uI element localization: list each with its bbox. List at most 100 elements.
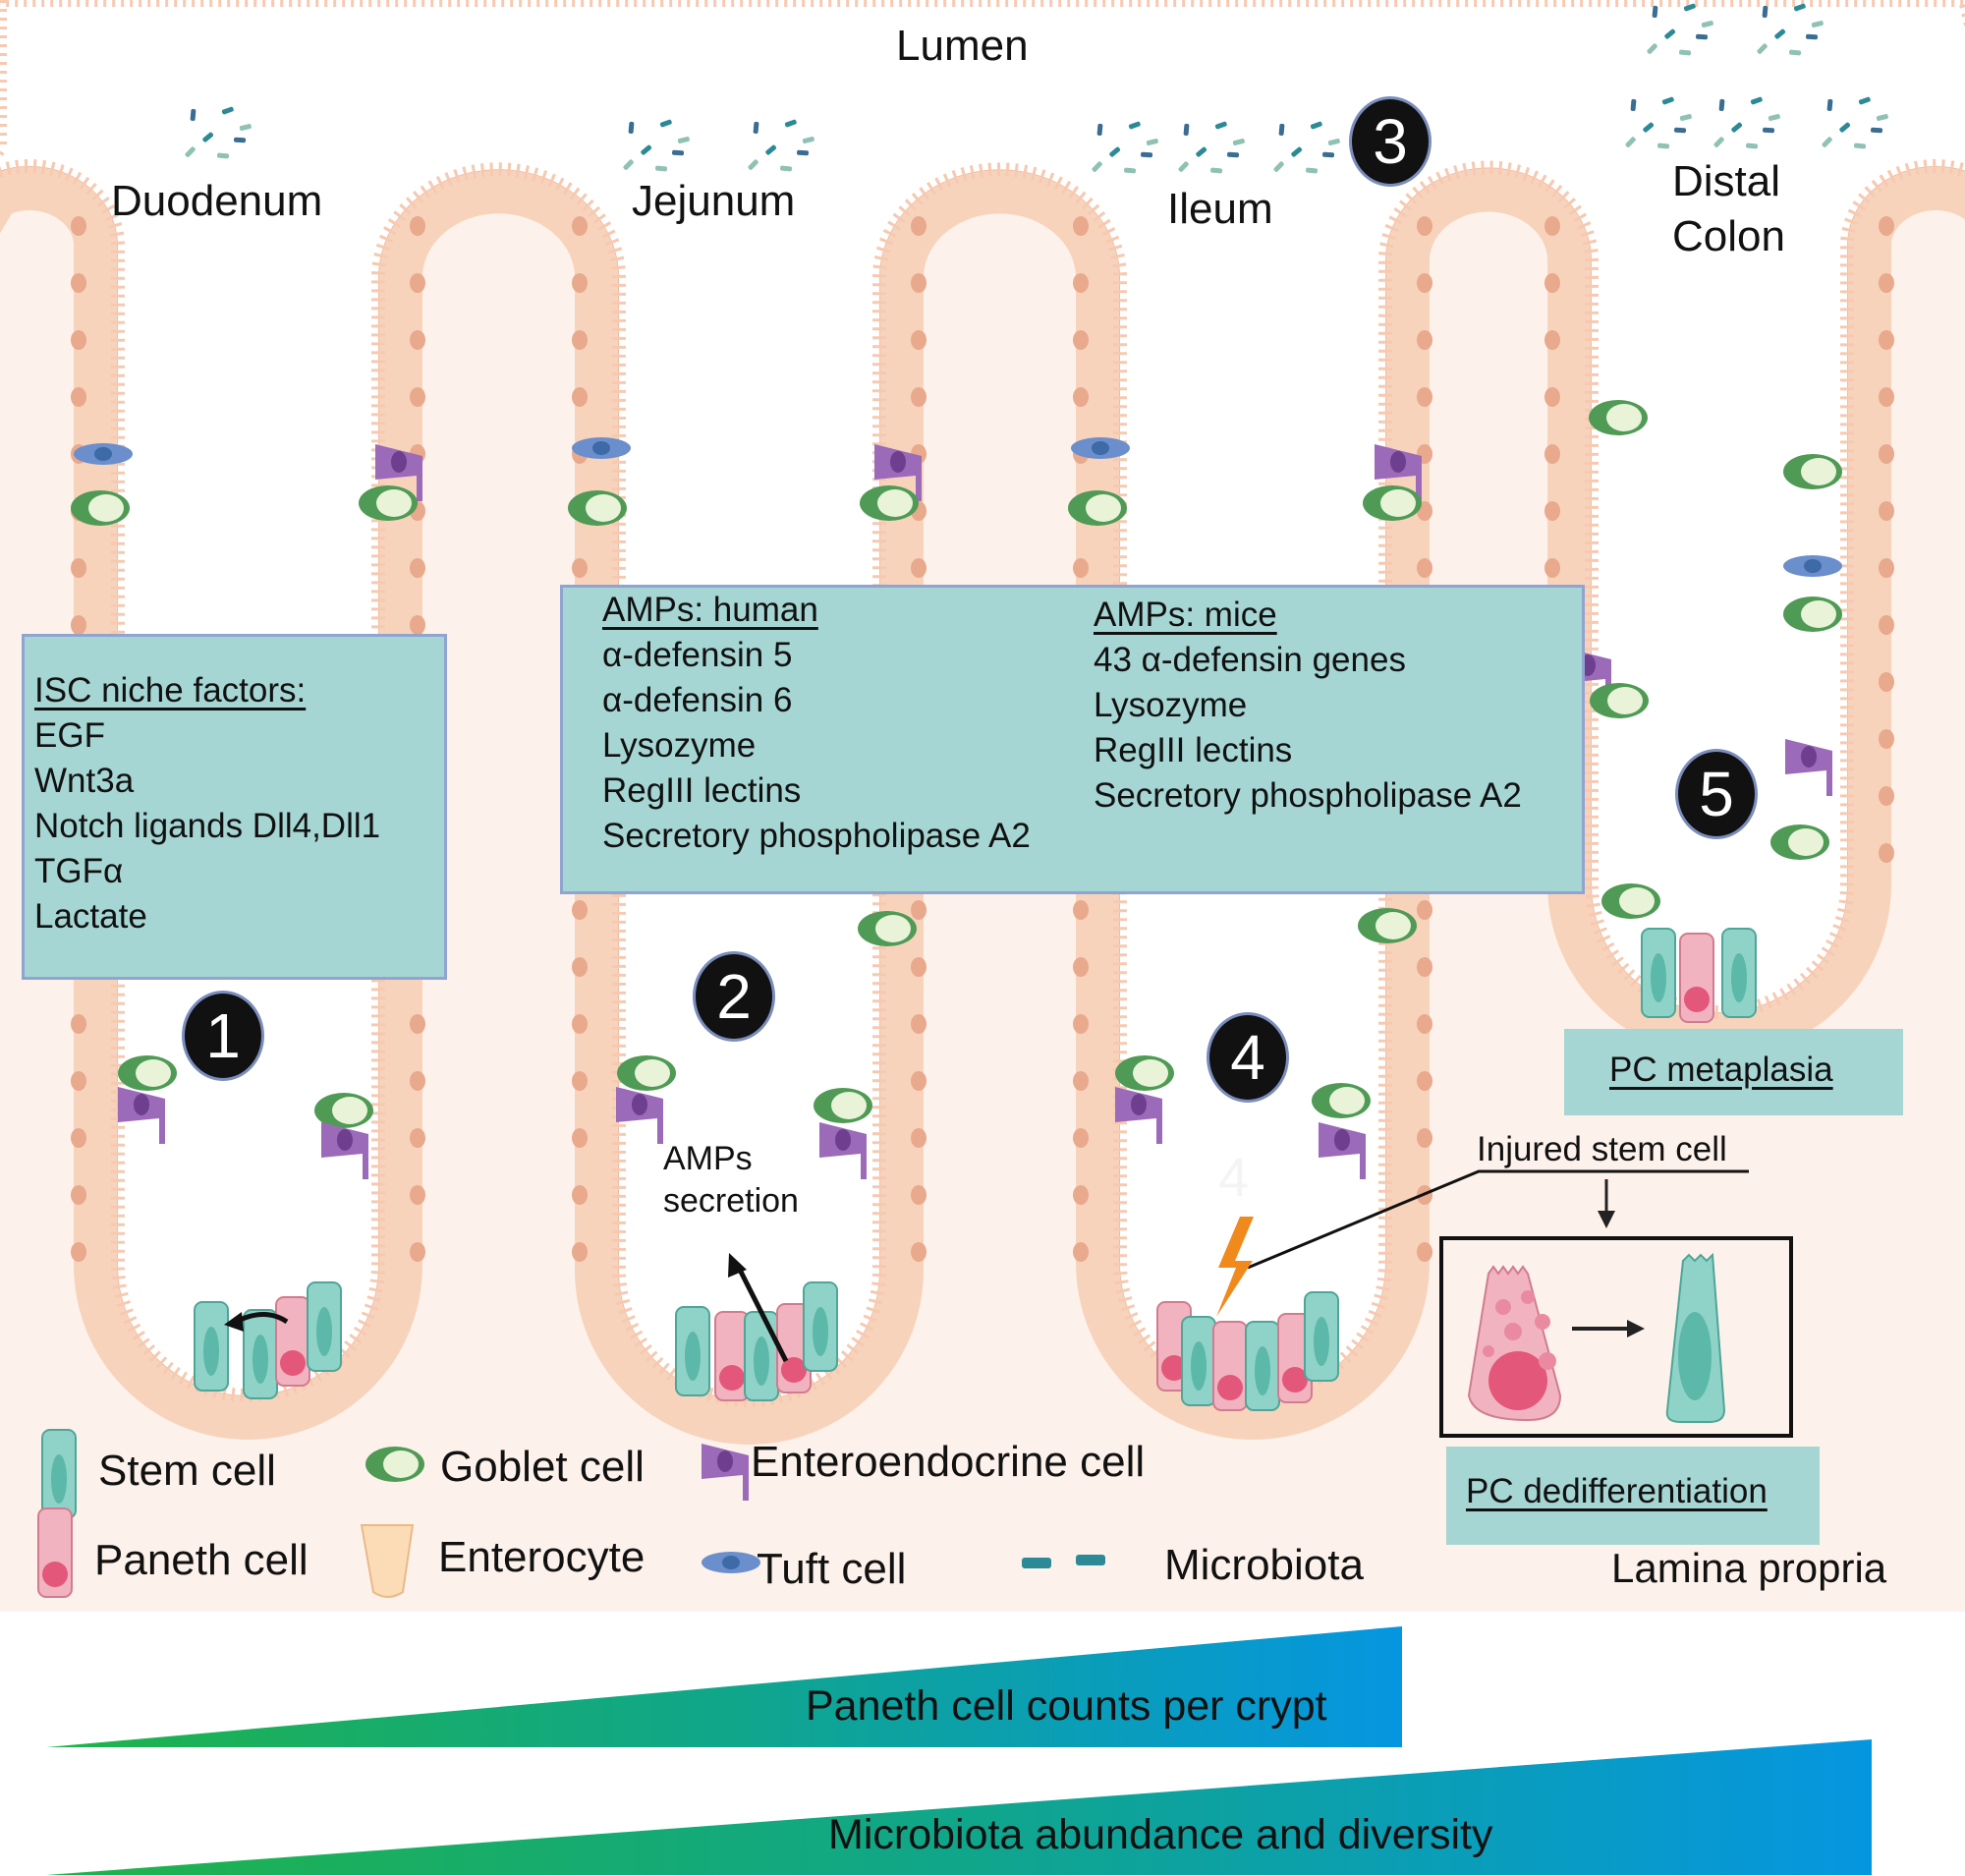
goblet-cell-granules xyxy=(586,494,621,522)
bacterium xyxy=(1647,43,1657,54)
enterocyte-nucleus xyxy=(71,216,86,236)
bacterium xyxy=(1696,33,1709,40)
faint-4-label: 4 xyxy=(1218,1146,1250,1208)
isc-item: TGFα xyxy=(34,852,124,890)
enterocyte-nucleus xyxy=(572,1242,588,1262)
goblet-cell-granules xyxy=(1801,458,1836,485)
enterocyte-nucleus xyxy=(1073,1128,1089,1148)
amps-human-item: RegIII lectins xyxy=(602,771,802,810)
bacterium xyxy=(234,137,247,143)
isc-item: Lactate xyxy=(34,897,147,936)
enterocyte-nucleus xyxy=(410,330,425,350)
goblet-cell-granules xyxy=(1607,687,1643,714)
microbiota-cluster-icon xyxy=(1092,121,1158,174)
enterocyte-nucleus xyxy=(1879,273,1894,293)
isc-box-title: ISC niche factors: xyxy=(34,671,307,710)
badge-1: 1 xyxy=(182,991,264,1081)
crypt1-arrowhead-icon xyxy=(224,1312,244,1332)
enterocyte-nucleus xyxy=(911,1242,926,1262)
bacterium xyxy=(677,137,690,143)
bacterium xyxy=(659,119,672,128)
stem-cell-nucleus xyxy=(1255,1346,1270,1395)
bacterium xyxy=(623,159,634,170)
bacterium xyxy=(1674,127,1687,134)
region-distal-colon-line1: Distal xyxy=(1672,157,1781,205)
microbiota-cluster-icon xyxy=(1273,121,1340,174)
bacterium xyxy=(1124,167,1137,174)
enterocyte-nucleus xyxy=(410,1071,425,1091)
enterocyte-nucleus xyxy=(1879,729,1894,749)
enterocyte-nucleus xyxy=(410,1185,425,1205)
enteroendocrine-nucleus xyxy=(717,1450,733,1472)
enterocyte-nucleus xyxy=(1879,672,1894,692)
right-arrowhead-icon xyxy=(1627,1320,1645,1337)
amps-human-column: AMPs: human α-defensin 5 α-defensin 6 Ly… xyxy=(602,588,1031,859)
enterocyte-nucleus xyxy=(71,1128,86,1148)
bacterium xyxy=(1871,127,1883,134)
enterocyte-nucleus xyxy=(1879,444,1894,464)
enterocyte-nucleus xyxy=(1417,216,1432,236)
bacterium xyxy=(1278,123,1285,136)
microbiota-gradient-label: Microbiota abundance and diversity xyxy=(828,1811,1493,1858)
legend-label-stem-cell: Stem cell xyxy=(98,1447,276,1495)
lumen-label: Lumen xyxy=(896,22,1029,70)
enteroendocrine-nucleus xyxy=(391,451,407,473)
bacterium xyxy=(1826,98,1833,111)
bacterium xyxy=(1306,167,1319,174)
bacterium xyxy=(1657,142,1670,149)
paneth-cell-nucleus xyxy=(280,1350,306,1376)
enterocyte-nucleus xyxy=(1417,1242,1432,1262)
goblet-cell-granules xyxy=(376,489,412,517)
bacterium xyxy=(784,119,797,128)
bacterium xyxy=(1762,5,1768,18)
enterocyte-nucleus xyxy=(572,216,588,236)
enterocyte-nucleus xyxy=(1073,1242,1089,1262)
enterocyte-nucleus xyxy=(71,558,86,578)
enterocyte-nucleus xyxy=(1879,330,1894,350)
bacterium xyxy=(1291,146,1303,157)
enterocyte-nucleus xyxy=(1417,1128,1432,1148)
bacterium xyxy=(1327,139,1340,145)
badge-3: 3 xyxy=(1349,96,1432,187)
isc-item: Wnt3a xyxy=(34,762,135,800)
goblet-cell-granules xyxy=(1086,494,1121,522)
goblet-cell-granules xyxy=(1133,1059,1168,1087)
enterocyte-nucleus xyxy=(1544,444,1560,464)
enteroendocrine-nucleus xyxy=(1334,1129,1350,1151)
microbiota-cluster-icon xyxy=(748,119,814,172)
enterocyte-nucleus xyxy=(1879,615,1894,635)
tuft-cell-nucleus xyxy=(722,1556,740,1569)
bacterium xyxy=(1227,151,1240,158)
bacterium xyxy=(239,124,252,131)
bacterium xyxy=(1273,161,1284,172)
enterocyte-nucleus xyxy=(572,900,588,920)
amps-human-title: AMPs: human xyxy=(602,591,818,629)
enterocyte-nucleus xyxy=(410,615,425,635)
goblet-cell-granules xyxy=(1619,887,1655,915)
amps-human-item: Lysozyme xyxy=(602,726,757,765)
enterocyte-nucleus xyxy=(911,1014,926,1034)
enterocyte-nucleus xyxy=(1417,330,1432,350)
bacterium xyxy=(1232,139,1245,145)
enterocyte-nucleus xyxy=(572,558,588,578)
stem-cell-nucleus xyxy=(1651,953,1666,1002)
enterocyte-nucleus xyxy=(911,330,926,350)
bacterium xyxy=(1310,121,1322,130)
enterocyte-nucleus xyxy=(911,273,926,293)
enterocyte-nucleus xyxy=(410,558,425,578)
amps-arrowhead-icon xyxy=(728,1253,747,1278)
enterocyte-nucleus xyxy=(911,1185,926,1205)
badge-5: 5 xyxy=(1675,749,1758,839)
amps-human-item: α-defensin 6 xyxy=(602,681,793,719)
bacterium xyxy=(1806,33,1819,40)
enterocyte-nucleus xyxy=(572,1071,588,1091)
pc-dedifferentiation-box: PC dedifferentiation xyxy=(1446,1447,1820,1545)
paneth-cell-icon xyxy=(1467,1265,1562,1422)
bacterium xyxy=(1178,161,1189,172)
bacterium xyxy=(1322,151,1335,158)
tuft-cell-nucleus xyxy=(94,447,112,461)
enterocyte-nucleus xyxy=(572,1128,588,1148)
bacterium xyxy=(1630,98,1637,111)
goblet-cell-granules xyxy=(136,1059,171,1087)
enteroendocrine-nucleus xyxy=(134,1094,149,1115)
